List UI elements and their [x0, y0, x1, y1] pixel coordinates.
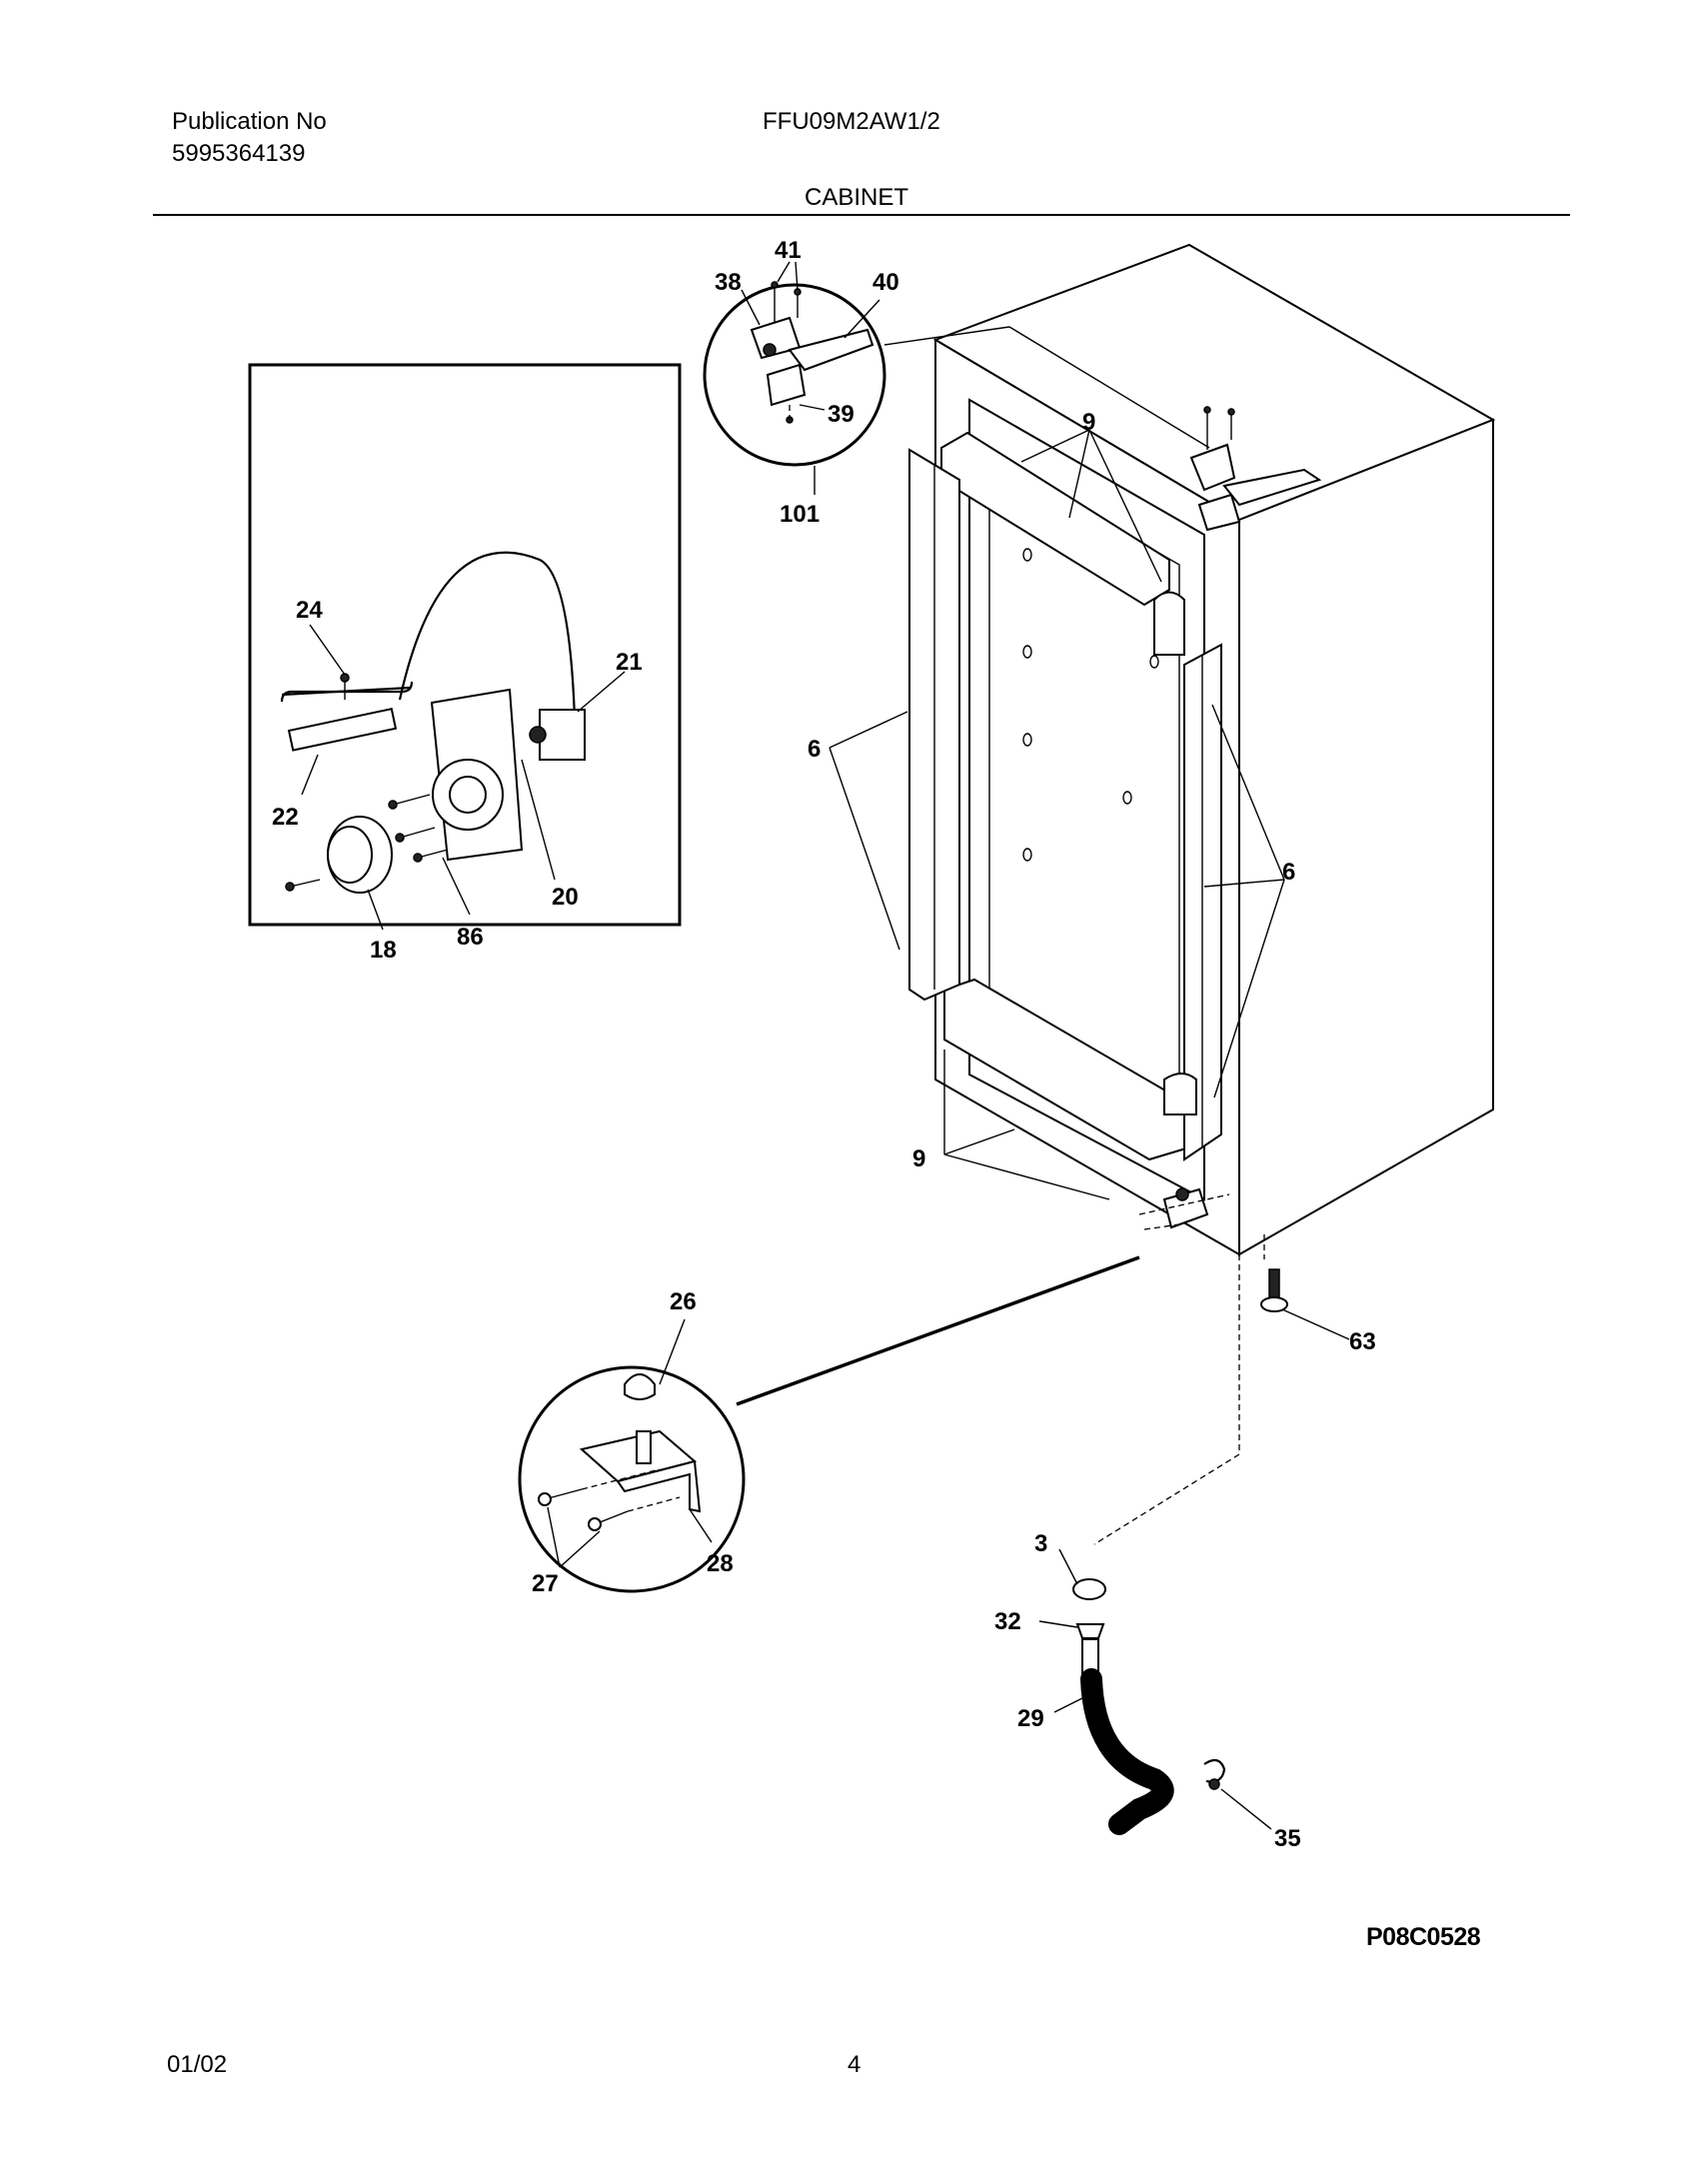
- publication-number: 5995364139: [172, 140, 306, 167]
- callout-39: 39: [828, 401, 854, 428]
- publication-label: Publication No: [172, 108, 327, 135]
- callout-6-right: 6: [1282, 859, 1295, 886]
- callout-29: 29: [1017, 1705, 1044, 1732]
- callout-32: 32: [994, 1608, 1021, 1635]
- page-number: 4: [848, 2051, 861, 2078]
- callout-35: 35: [1274, 1825, 1301, 1852]
- callout-86: 86: [457, 924, 484, 951]
- callout-labels: 41 38 40 39 101 9 24 21 22 20 18 86 6 6 …: [272, 237, 1376, 1852]
- callout-38: 38: [715, 269, 742, 296]
- drain-assembly: [1072, 1244, 1240, 1835]
- callout-41: 41: [775, 237, 802, 264]
- callout-28: 28: [707, 1550, 734, 1577]
- callout-24: 24: [296, 597, 323, 624]
- leveling-leg: [1260, 1234, 1350, 1340]
- hinge-detail-circle: [703, 281, 1210, 495]
- callout-26: 26: [670, 1288, 697, 1315]
- door-breaker-strips: [908, 431, 1222, 1161]
- callout-40: 40: [872, 269, 899, 296]
- top-hinge-assembly: [1189, 406, 1322, 532]
- callout-101: 101: [780, 501, 820, 528]
- callout-18: 18: [370, 937, 397, 964]
- footer-date: 01/02: [167, 2051, 228, 2078]
- bottom-hinge-detail-circle: [518, 1255, 1140, 1593]
- leader-lines: [301, 261, 1285, 1830]
- model-number: FFU09M2AW1/2: [763, 108, 940, 135]
- callout-63: 63: [1349, 1328, 1376, 1355]
- temperature-control-box: [248, 363, 682, 927]
- callout-3: 3: [1034, 1530, 1047, 1557]
- section-title: CABINET: [805, 184, 909, 211]
- callout-6-left: 6: [808, 736, 821, 763]
- callout-22: 22: [272, 804, 299, 831]
- callout-20: 20: [552, 884, 579, 911]
- callout-27: 27: [532, 1570, 559, 1597]
- diagram-code: P08C0528: [1366, 1923, 1481, 1951]
- callout-9-bottom: 9: [912, 1145, 925, 1172]
- header-rule: [153, 214, 1570, 216]
- callout-9-top: 9: [1082, 409, 1095, 436]
- bottom-hinge-on-cabinet: [1138, 1187, 1230, 1230]
- callout-21: 21: [616, 649, 643, 676]
